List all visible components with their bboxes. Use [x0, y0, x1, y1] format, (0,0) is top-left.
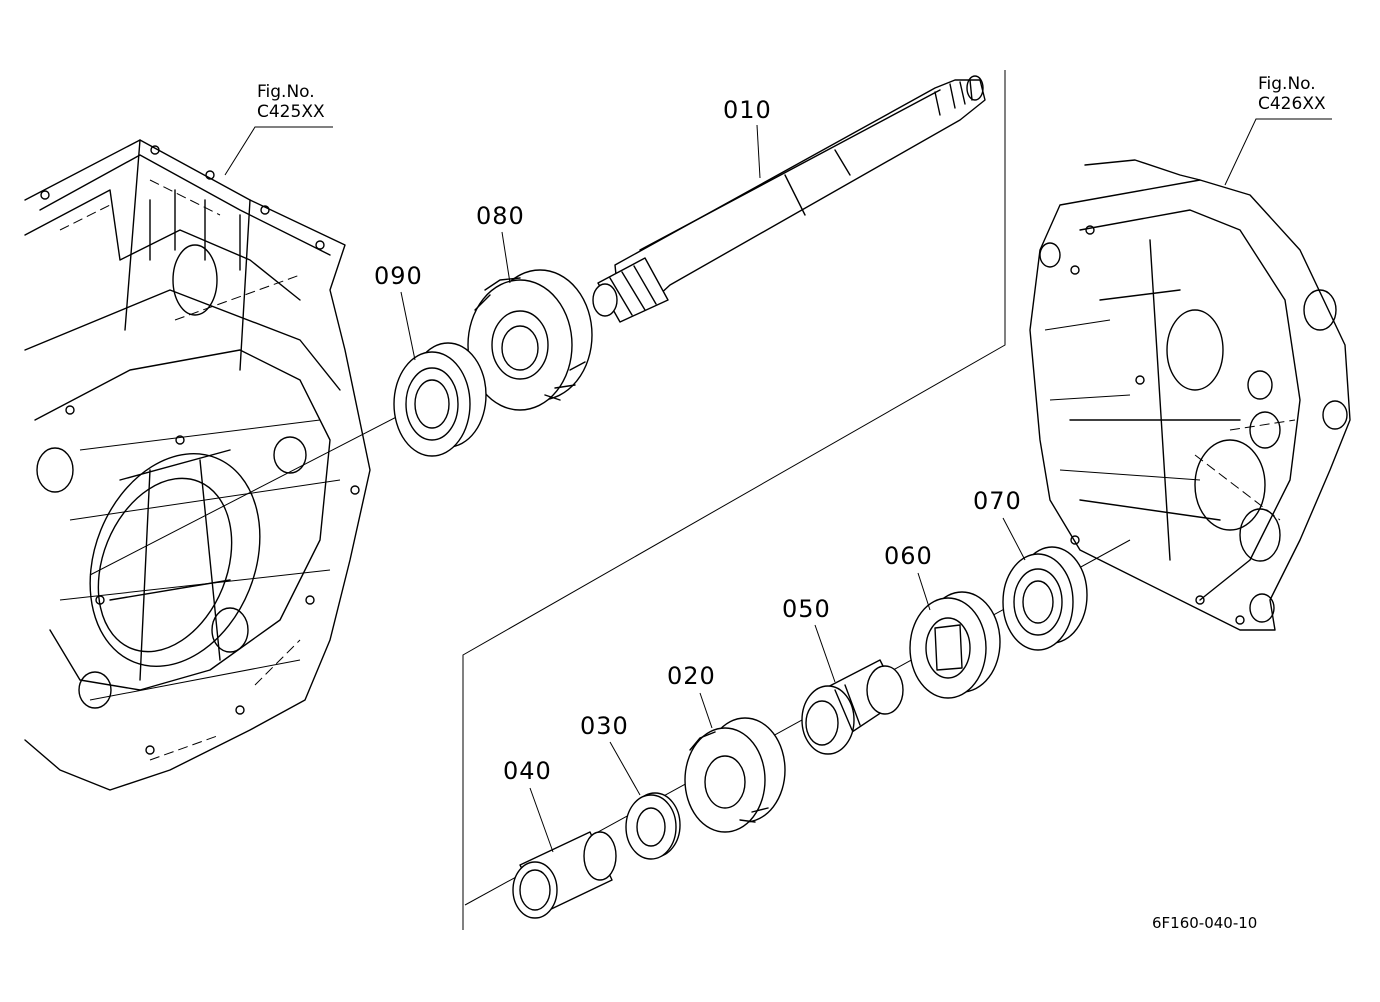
figure-ref-leaders	[224, 118, 1332, 186]
figure-ref-right-code: C426XX	[1258, 94, 1326, 115]
gear-080	[467, 269, 593, 411]
part-label-050: 050	[782, 595, 831, 623]
figure-ref-left-prefix: Fig.No.	[257, 82, 315, 102]
part-label-060: 060	[884, 542, 933, 570]
bearing-090	[393, 342, 487, 457]
part-label-080: 080	[476, 202, 525, 230]
collar-060	[909, 591, 1001, 699]
left-transmission-case	[24, 139, 371, 791]
figure-ref-left-code: C425XX	[257, 102, 325, 123]
washer-030	[625, 792, 681, 860]
bearing-070	[1002, 546, 1088, 651]
figure-ref-right: Fig.No. C426XX	[1258, 74, 1326, 115]
sleeve-050	[801, 659, 904, 755]
gear-020	[684, 717, 786, 833]
assembly-group-frame	[462, 70, 1006, 930]
part-leaders	[400, 124, 1026, 853]
part-label-040: 040	[503, 757, 552, 785]
drawing-code: 6F160-040-10	[1152, 914, 1258, 932]
collar-040	[512, 831, 617, 919]
part-label-070: 070	[973, 487, 1022, 515]
part-label-010: 010	[723, 96, 772, 124]
part-label-020: 020	[667, 662, 716, 690]
figure-ref-left: Fig.No. C425XX	[257, 82, 325, 123]
right-transmission-case	[1029, 159, 1351, 631]
part-label-090: 090	[374, 262, 423, 290]
figure-ref-right-prefix: Fig.No.	[1258, 74, 1316, 94]
shaft-010	[592, 75, 986, 323]
part-label-030: 030	[580, 712, 629, 740]
